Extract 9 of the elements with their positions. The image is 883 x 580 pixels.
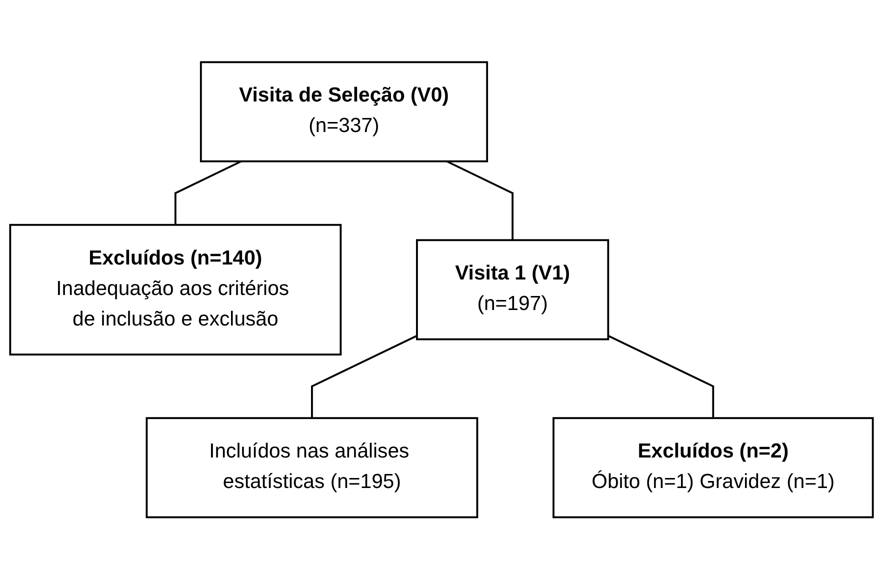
connector (446, 160, 514, 240)
connector (608, 335, 714, 418)
connector (174, 160, 242, 226)
node-box: Excluídos (n=2) Óbito (n=1) Gravidez (n=1) (552, 417, 874, 518)
node-box: Excluídos (n=140) Inadequação aos critérios de inclusão e exclusão (9, 224, 342, 356)
node-box: Visita 1 (V1) (n=197) (416, 239, 610, 341)
connector (311, 335, 418, 418)
node-box: Visita de Seleção (V0) (n=337) (200, 62, 488, 163)
node-box: Incluídos nas análises estatísticas (n=195) (146, 417, 478, 518)
